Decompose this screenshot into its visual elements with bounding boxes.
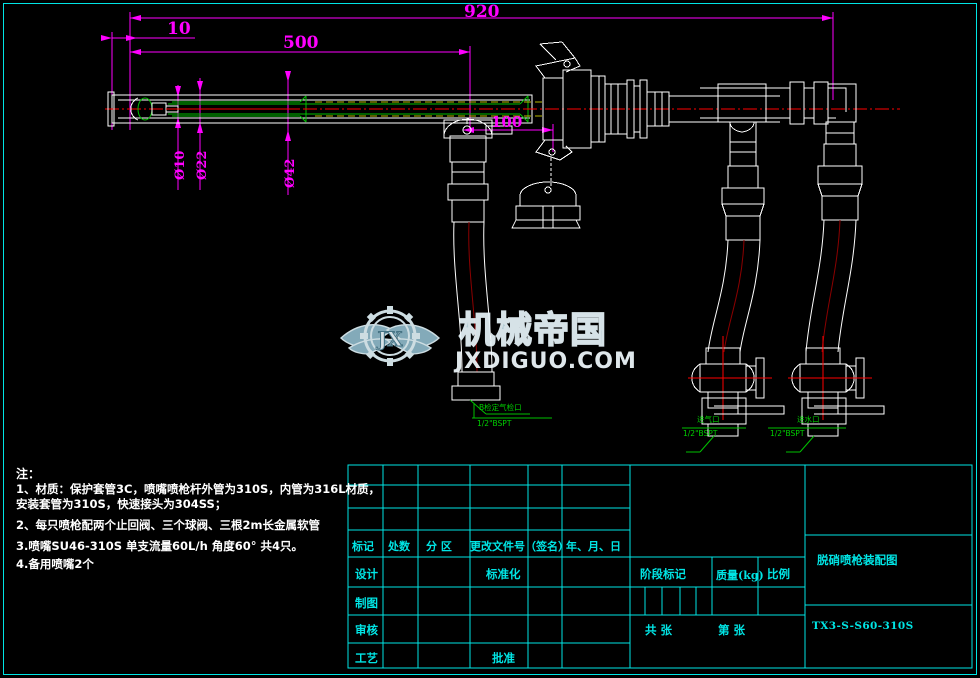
dimension-coupling-100: 100 [491,113,523,131]
port-label-b-check-name: B检定气检口 [479,403,522,412]
tb-aux-approve: 批准 [492,651,515,665]
tb-header-changeno: 更改文件号（签名） [470,540,569,553]
dimension-dia-42: Ø42 [283,158,298,188]
ball-valve-left [688,336,785,453]
tb-header-mark: 标记 [352,540,374,553]
left-drop-leg-assembly [443,118,513,415]
watermark-text-cn: 机械帝国 [459,310,607,351]
tb-header-count: 处数 [388,540,410,553]
drawing-title: 脱硝喷枪装配图 [817,553,898,567]
watermark-logo-letters: JX [376,327,403,351]
notes-heading: 注： [16,467,41,481]
gear-teeth [360,306,420,366]
port-label-water-name: 进水口 [797,415,820,424]
dimension-dia-22: Ø22 [195,150,210,180]
title-block-frame [347,464,973,669]
watermark-domain: JXDIGUO.COM [453,349,637,374]
tb-sheet-total: 共 张 [645,623,673,637]
tb-header-zone: 分 区 [426,540,452,553]
tb-role-check: 审核 [355,623,378,637]
notes-line-3: 2、每只喷枪配两个止回阀、三个球阀、三根2m长金属软管 [16,518,320,532]
dimension-lance-500: 500 [283,33,319,53]
quick-coupling-assembly [511,41,780,229]
tb-scale-header: 比例 [767,567,790,581]
tb-stage-header: 阶段标记 [640,567,686,581]
tb-role-design: 设计 [355,567,378,581]
tb-sheet-index: 第 张 [718,623,746,637]
notes-line-1: 1、材质：保护套管3C，喷嘴喷枪杆外管为310S，内管为316L材质， [16,482,381,496]
notes-line-5: 4.备用喷嘴2个 [16,557,94,571]
watermark-jxdiguo: JX 机械帝国 JXDIGUO.COM [335,296,655,374]
port-label-air-spec: 1/2"BSPT [683,429,718,438]
notes-line-2: 安装套管为310S，快速接头为304SS； [16,497,227,511]
dimension-tip-10: 10 [167,19,191,39]
sheet-border [3,3,977,675]
port-label-b-check-spec: 1/2"BSPT [477,419,512,428]
tb-role-draw: 制图 [355,596,378,610]
port-label-air-name: 进气口 [697,415,720,424]
ball-valve-right [788,336,885,453]
tb-aux-standardize: 标准化 [486,567,521,581]
dimension-dia-10: Ø10 [173,150,188,180]
notes-line-4: 3.喷嘴SU46-310S 单支流量60L/h 角度60° 共4只。 [16,539,304,553]
dimension-lines [101,12,834,195]
port-label-leaders [472,404,846,453]
dimension-overall-920: 920 [464,2,500,22]
tb-role-process: 工艺 [355,651,378,665]
port-label-water-spec: 1/2"BSPT [770,429,805,438]
spray-lance-assembly [105,91,900,127]
right-piping-header [700,81,863,353]
drawing-number: TX3-S-S60-310S [812,620,914,632]
tb-mass-header: 质量(kg) [716,569,764,582]
tb-header-date: 年、月、日 [566,540,621,553]
